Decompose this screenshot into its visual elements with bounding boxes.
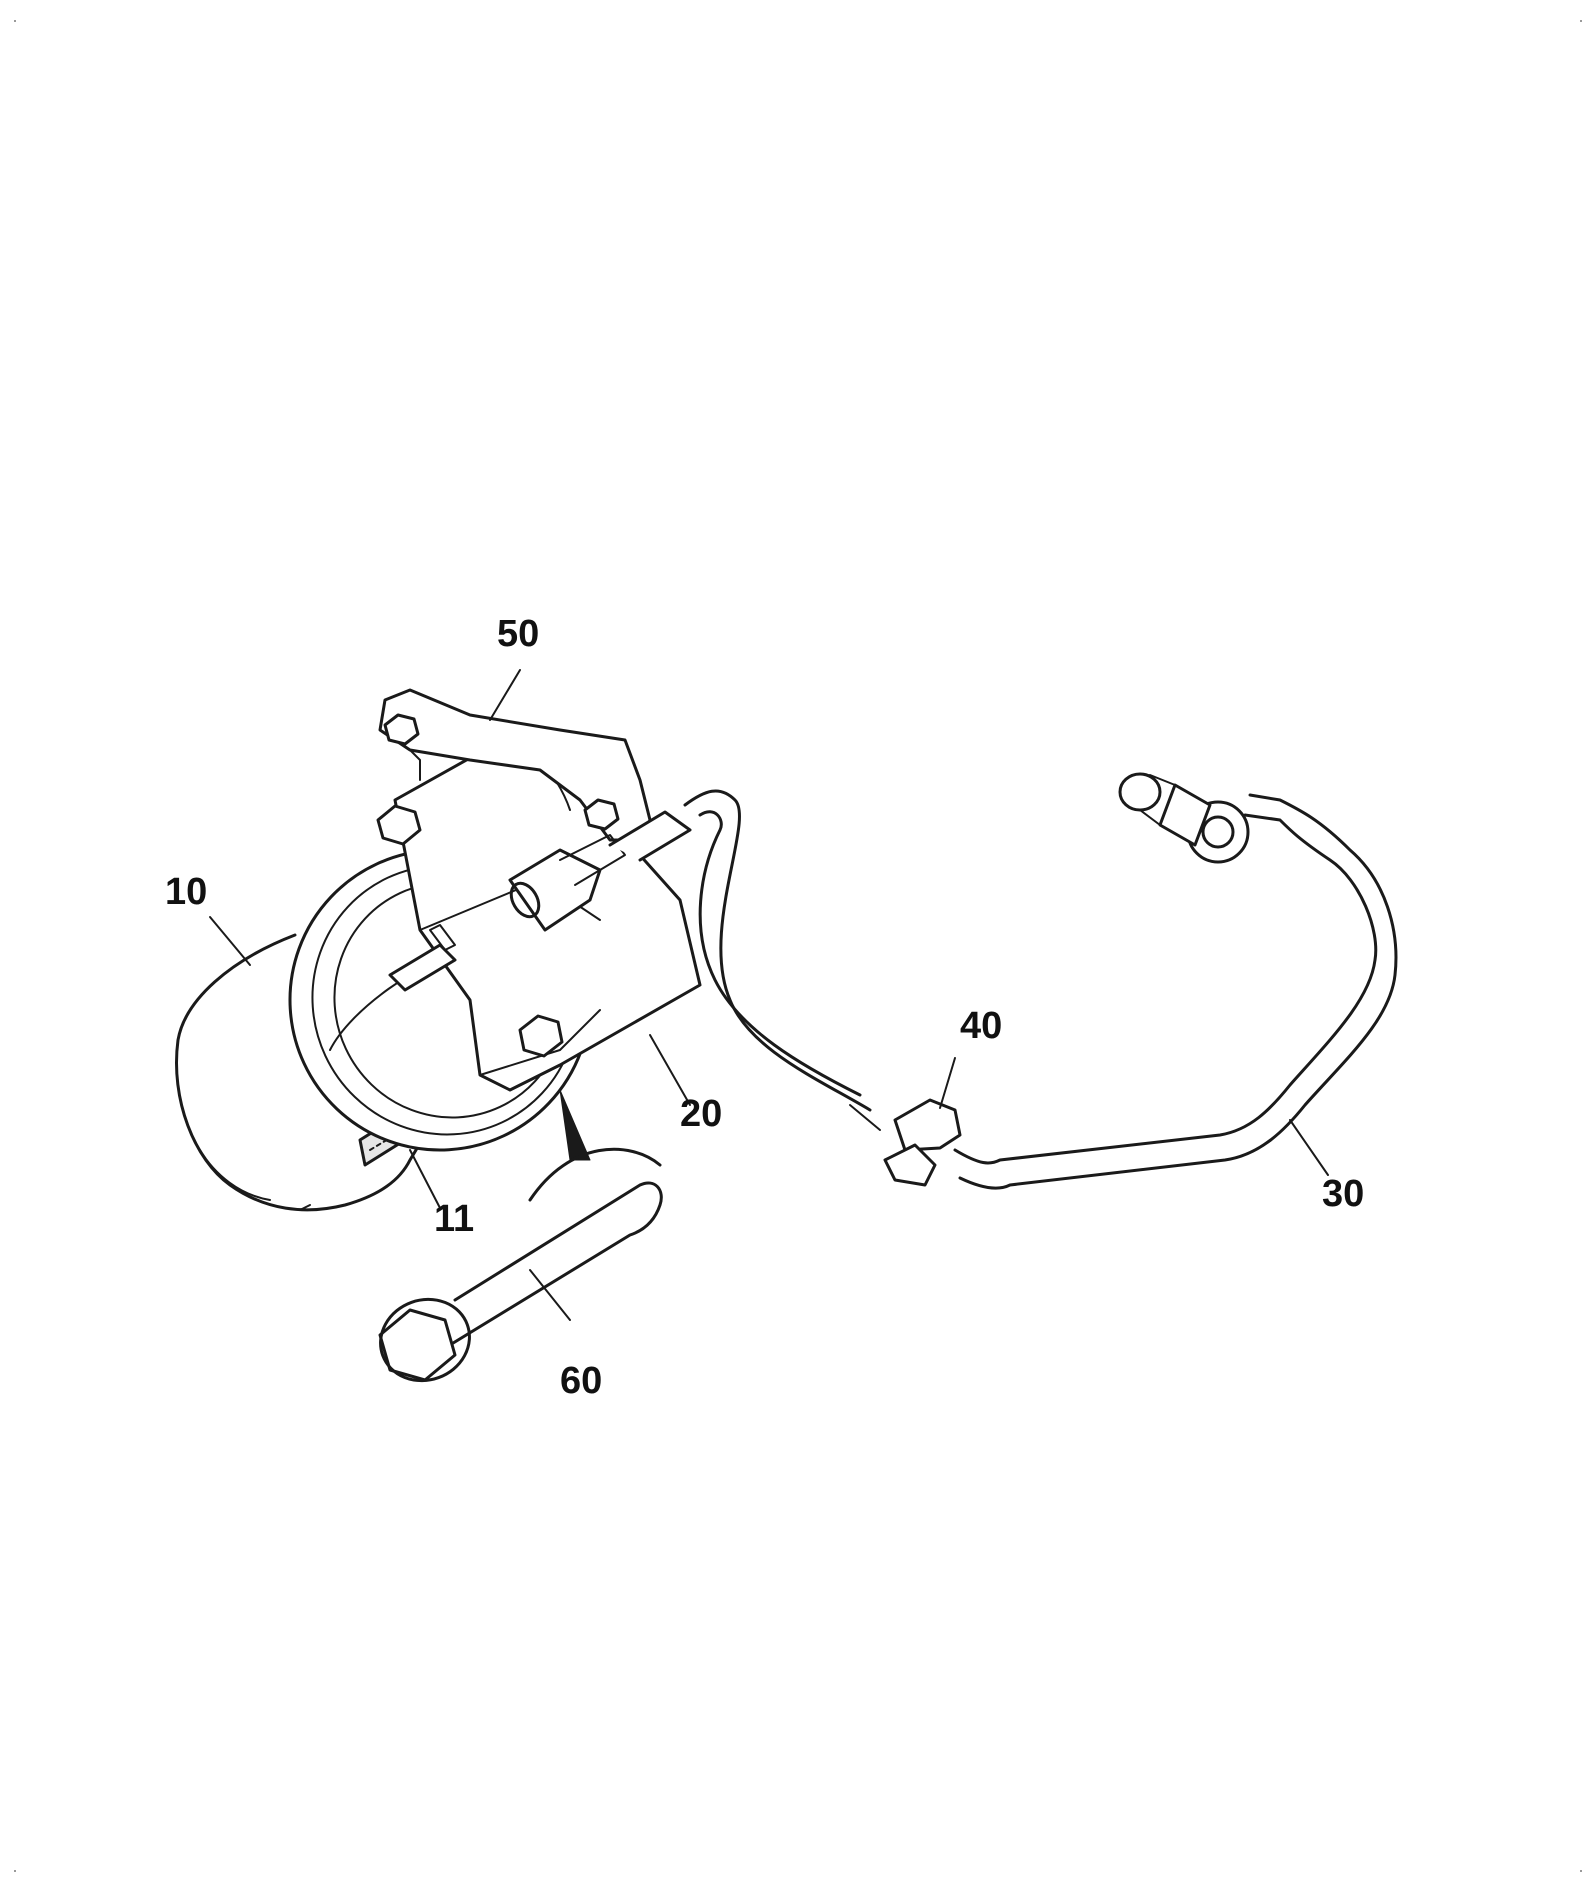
long-bolt	[378, 1181, 663, 1383]
callout-10: 10	[165, 871, 208, 913]
corner-mark-bottom-left	[14, 1870, 16, 1872]
fuel-line-tube	[953, 772, 1398, 1190]
corner-mark-top-left	[14, 20, 16, 22]
corner-mark-bottom-right	[1580, 1870, 1582, 1872]
housing-bolt	[376, 713, 620, 1058]
hose-clip	[849, 1098, 962, 1187]
outlet-hose	[608, 789, 872, 1112]
leader-lines	[209, 669, 1329, 1321]
callout-11: 11	[434, 1198, 475, 1240]
callout-60: 60	[560, 1360, 603, 1402]
center-fittings	[388, 834, 626, 992]
callout-50: 50	[497, 613, 540, 655]
callout-20: 20	[680, 1093, 723, 1135]
callout-40: 40	[960, 1005, 1003, 1047]
insertion-arrow	[528, 1089, 662, 1202]
corner-mark-top-right	[1580, 20, 1582, 22]
callout-30: 30	[1322, 1173, 1365, 1215]
